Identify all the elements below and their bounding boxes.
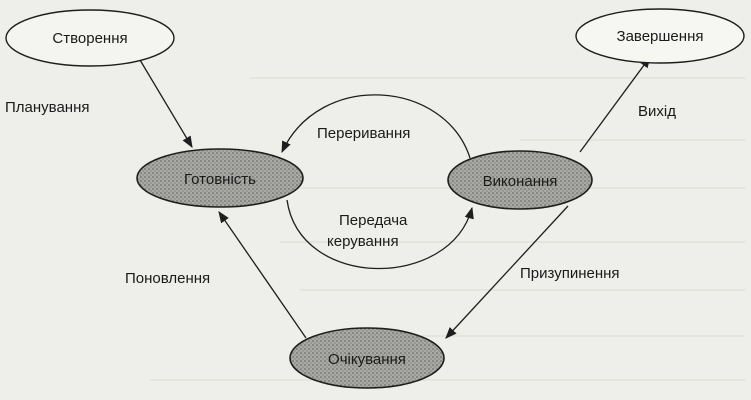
label-dispatch-line1: Передача	[339, 212, 408, 229]
label-interrupt: Переривання	[317, 125, 410, 142]
state-running: Виконання	[447, 150, 593, 210]
edge-interrupt	[281, 94, 471, 159]
state-ready: Готовність	[136, 148, 304, 208]
state-created-label: Створення	[52, 30, 127, 47]
label-scheduling: Планування	[5, 99, 90, 116]
label-dispatch-line2: керування	[327, 233, 399, 250]
label-resume: Поновлення	[125, 270, 210, 287]
edge-exit	[579, 56, 651, 153]
label-suspend: Призупинення	[520, 265, 620, 282]
edge-scheduling	[139, 59, 193, 149]
state-waiting: Очікування	[289, 327, 445, 389]
state-waiting-label: Очікування	[328, 351, 406, 368]
edge-resume	[218, 211, 307, 339]
state-running-label: Виконання	[483, 173, 558, 190]
state-finished-label: Завершення	[617, 28, 704, 45]
state-created: Створення	[5, 9, 175, 67]
edge-dispatch	[286, 199, 474, 270]
edges	[139, 56, 651, 339]
edge-suspend	[445, 205, 569, 339]
background-texture	[150, 77, 745, 381]
label-exit: Вихід	[638, 103, 676, 120]
state-finished: Завершення	[575, 8, 745, 64]
state-ready-label: Готовність	[184, 171, 256, 188]
